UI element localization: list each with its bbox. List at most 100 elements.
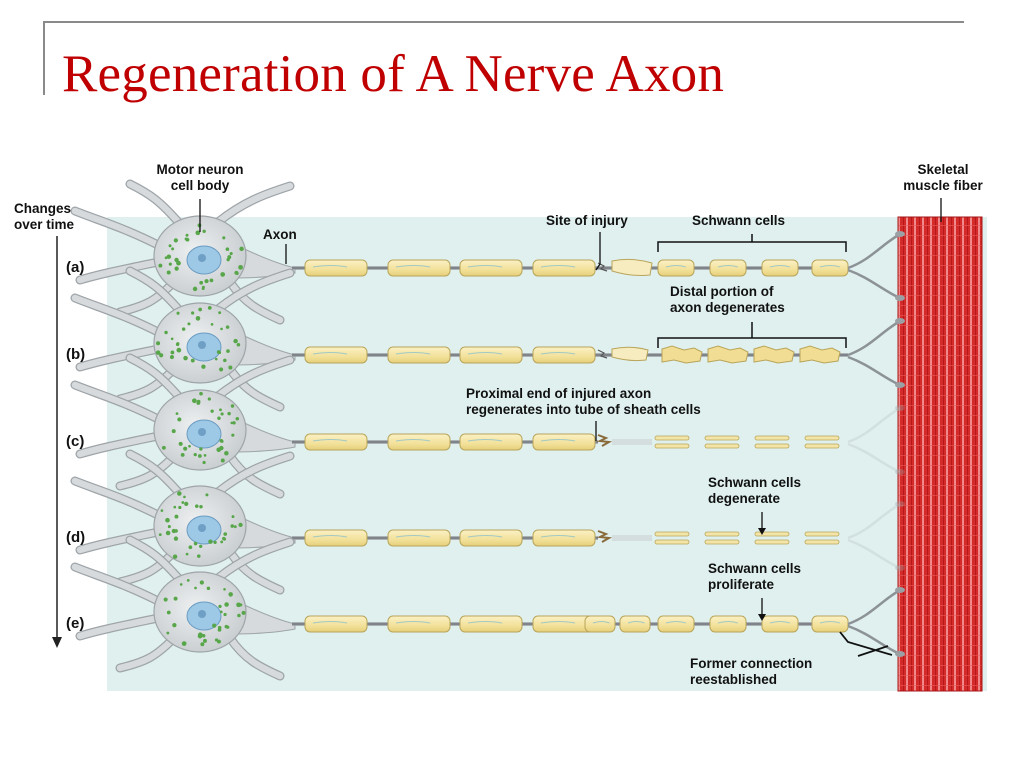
stage-label-b: (b) bbox=[66, 346, 86, 363]
nissl-granule bbox=[174, 257, 179, 263]
nissl-granule bbox=[238, 264, 243, 270]
nissl-granule bbox=[176, 347, 182, 353]
myelin-sheath-segment bbox=[459, 346, 523, 364]
schwann-cell bbox=[584, 615, 616, 633]
nissl-granule bbox=[174, 514, 179, 519]
nissl-granule bbox=[193, 452, 197, 457]
nissl-granule bbox=[195, 316, 201, 321]
schwann-cell bbox=[709, 259, 747, 277]
sheath-tube-lower bbox=[804, 443, 840, 449]
sheath-tube-upper bbox=[654, 435, 690, 441]
schwann-degenerate-arrowhead bbox=[758, 528, 766, 535]
nissl-granule bbox=[223, 612, 227, 617]
nissl-granule bbox=[220, 610, 223, 614]
dendrite-core bbox=[214, 538, 294, 582]
nissl-granule bbox=[222, 236, 226, 240]
myelin-sheath-segment bbox=[304, 615, 368, 633]
schwann-degenerate-line2: degenerate bbox=[708, 491, 781, 506]
nissl-granule bbox=[186, 579, 190, 582]
dendrite-core bbox=[226, 278, 284, 324]
sheath-tube-upper bbox=[754, 531, 790, 537]
stage-row-b bbox=[70, 266, 905, 412]
skeletal-muscle-fiber bbox=[898, 217, 982, 691]
changes-label-line2: over time bbox=[14, 217, 75, 232]
schwann-cell-detail bbox=[717, 265, 738, 268]
myelin-sheath-segment-detail bbox=[540, 621, 576, 624]
myelin-sheath-segment bbox=[387, 615, 451, 633]
site-of-injury-label: Site of injury bbox=[546, 213, 628, 228]
dendrite-core bbox=[126, 180, 184, 228]
schwann-cell bbox=[657, 259, 695, 277]
motor-neuron-label: Motor neuron cell body bbox=[135, 162, 265, 194]
nissl-granule bbox=[185, 552, 189, 556]
nissl-granule bbox=[200, 642, 205, 647]
nissl-granule bbox=[220, 327, 223, 331]
damaged-sheath bbox=[611, 258, 653, 276]
nissl-granule bbox=[212, 623, 217, 628]
skeletal-muscle-fiber-label: Skeletal muscle fiber bbox=[873, 162, 1013, 194]
stage-label-a: (a) bbox=[66, 259, 85, 276]
nucleolus bbox=[198, 341, 206, 349]
myelin-sheath-segment bbox=[532, 259, 596, 277]
sheath-tube-lower bbox=[654, 443, 690, 449]
nissl-granule bbox=[166, 270, 171, 275]
myelin-sheath-segment bbox=[459, 529, 523, 547]
nissl-granule bbox=[216, 447, 222, 453]
nissl-granule bbox=[165, 517, 170, 523]
nissl-granule bbox=[197, 554, 201, 558]
nissl-granule bbox=[231, 433, 235, 437]
regeneration-trace bbox=[612, 535, 652, 541]
nissl-granule bbox=[192, 286, 198, 292]
sheath-tube-lower bbox=[754, 443, 790, 449]
axon-terminal bbox=[895, 565, 905, 571]
nissl-granule bbox=[194, 586, 197, 590]
dendrite-core bbox=[116, 454, 176, 490]
nissl-granule bbox=[206, 586, 211, 591]
sheath-tube-upper bbox=[704, 531, 740, 537]
nissl-granule bbox=[160, 509, 164, 512]
nissl-granule bbox=[156, 341, 161, 346]
nucleolus bbox=[198, 428, 206, 436]
nissl-granule bbox=[219, 408, 222, 412]
nissl-granule bbox=[181, 501, 185, 504]
nissl-granule bbox=[235, 416, 240, 421]
nissl-granule bbox=[223, 532, 228, 536]
myelin-sheath-segment-detail bbox=[540, 265, 576, 268]
stage-label-c: (c) bbox=[66, 433, 85, 450]
nissl-granule bbox=[172, 622, 177, 628]
nissl-granule bbox=[229, 252, 233, 256]
axon-terminal bbox=[895, 587, 905, 593]
nissl-granule bbox=[219, 367, 224, 372]
changes-over-time-label: Changes over time bbox=[14, 201, 74, 233]
myelin-sheath-segment bbox=[304, 529, 368, 547]
schwann-proliferate-line2: proliferate bbox=[708, 577, 775, 592]
myelin-sheath-segment-detail bbox=[540, 439, 576, 442]
schwann-cell-detail bbox=[717, 621, 738, 624]
myelin-sheath-segment-detail bbox=[467, 621, 503, 624]
schwann-cell bbox=[709, 615, 747, 633]
nissl-granule bbox=[166, 631, 170, 635]
nissl-granule bbox=[199, 447, 203, 451]
nissl-granule bbox=[177, 491, 182, 496]
axon-label: Axon bbox=[263, 227, 297, 242]
nissl-granule bbox=[201, 634, 206, 638]
dendrite-core bbox=[214, 452, 294, 496]
nissl-granule bbox=[155, 350, 161, 355]
sheath-tube-lower bbox=[754, 539, 790, 545]
nissl-granule bbox=[220, 540, 224, 544]
axon-terminal bbox=[895, 295, 905, 301]
myelin-sheath-segment-detail bbox=[312, 265, 348, 268]
nmj-branch-upper bbox=[847, 232, 901, 270]
myelin-sheath-segment bbox=[387, 346, 451, 364]
dendrite-core bbox=[71, 207, 164, 250]
axon-terminal bbox=[895, 501, 905, 507]
schwann-cell-detail bbox=[665, 621, 686, 624]
nissl-granule bbox=[224, 602, 229, 607]
nissl-granule bbox=[193, 541, 198, 546]
stage-rows bbox=[70, 179, 905, 681]
myelin-sheath-segment-detail bbox=[312, 439, 348, 442]
myelin-sheath-segment-detail bbox=[467, 352, 503, 355]
former-connection-label: Former connection reestablished bbox=[690, 656, 812, 688]
nissl-granule bbox=[210, 322, 214, 326]
schwann-cell-detail bbox=[627, 621, 645, 624]
